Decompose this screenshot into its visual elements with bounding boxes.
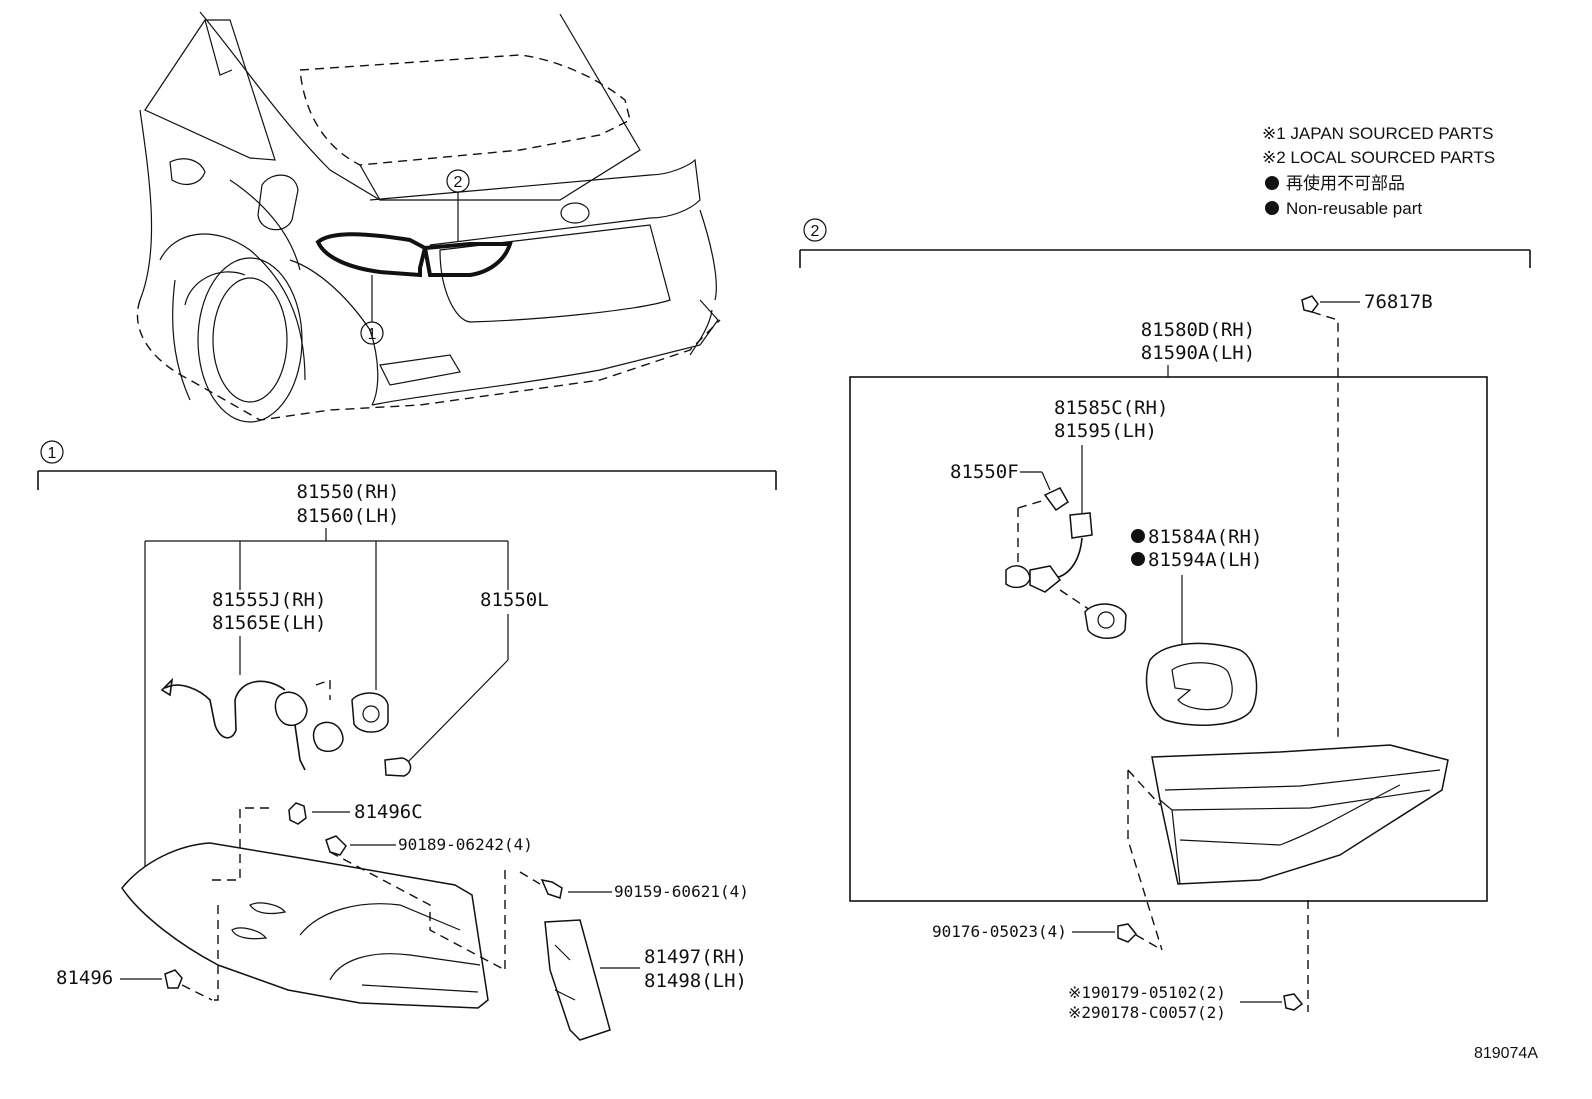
group-2-inner-lamp: 2 76817B 81580D(RH) 81590A(LH) 81585C(RH… <box>799 218 1531 1022</box>
group-2-callout: 2 <box>811 223 820 240</box>
label-81498-lh: 81498(LH) <box>644 970 747 992</box>
label-81496c: 81496C <box>354 801 423 823</box>
label-81585c-rh: 81585C(RH) <box>1054 397 1168 419</box>
label-81590a-lh: 81590A(LH) <box>1141 342 1255 364</box>
group-1-outer-lamp: 1 81550(RH) 81560(LH) 81555J(RH) 81565E(… <box>37 440 777 1041</box>
group-1-callout: 1 <box>48 445 57 462</box>
label-81565e-lh: 81565E(LH) <box>212 612 326 634</box>
car-callout-2: 2 <box>454 174 463 191</box>
label-90178-c0057: ※290178-C0057(2) <box>1068 1003 1226 1022</box>
label-90159-60621: 90159-60621(4) <box>614 882 749 901</box>
non-reusable-dot-icon <box>1131 552 1145 566</box>
note-non-reusable-jp: 再使用不可部品 <box>1286 173 1405 193</box>
label-90176-05023: 90176-05023(4) <box>932 922 1067 941</box>
label-81594a-lh: 81594A(LH) <box>1148 549 1262 571</box>
label-76817b: 76817B <box>1364 291 1433 313</box>
label-81550-rh: 81550(RH) <box>297 481 400 503</box>
label-81555j-rh: 81555J(RH) <box>212 589 326 611</box>
notes-legend: ※1 JAPAN SOURCED PARTS ※2 LOCAL SOURCED … <box>1262 124 1495 218</box>
non-reusable-dot-icon <box>1131 529 1145 543</box>
label-81550f: 81550F <box>950 461 1019 483</box>
label-81560-lh: 81560(LH) <box>297 505 400 527</box>
note-local-sourced: ※2 LOCAL SOURCED PARTS <box>1262 148 1495 167</box>
note-japan-sourced: ※1 JAPAN SOURCED PARTS <box>1262 124 1494 143</box>
non-reusable-dot-icon <box>1265 176 1279 190</box>
label-81584a-rh: 81584A(RH) <box>1148 526 1262 548</box>
label-90179-05102: ※190179-05102(2) <box>1068 983 1226 1002</box>
label-81497-rh: 81497(RH) <box>644 946 747 968</box>
non-reusable-dot-icon <box>1265 201 1279 215</box>
label-81550l: 81550L <box>480 589 549 611</box>
car-callout-1: 1 <box>368 326 377 343</box>
label-90189-06242: 90189-06242(4) <box>398 835 533 854</box>
vehicle-rear-illustration: 2 1 <box>136 11 721 423</box>
illustration-reference-code: 819074A <box>1474 1045 1538 1062</box>
label-81496: 81496 <box>56 967 113 989</box>
note-non-reusable-en: Non-reusable part <box>1286 199 1422 218</box>
label-81580d-rh: 81580D(RH) <box>1141 319 1255 341</box>
label-81595-lh: 81595(LH) <box>1054 420 1157 442</box>
